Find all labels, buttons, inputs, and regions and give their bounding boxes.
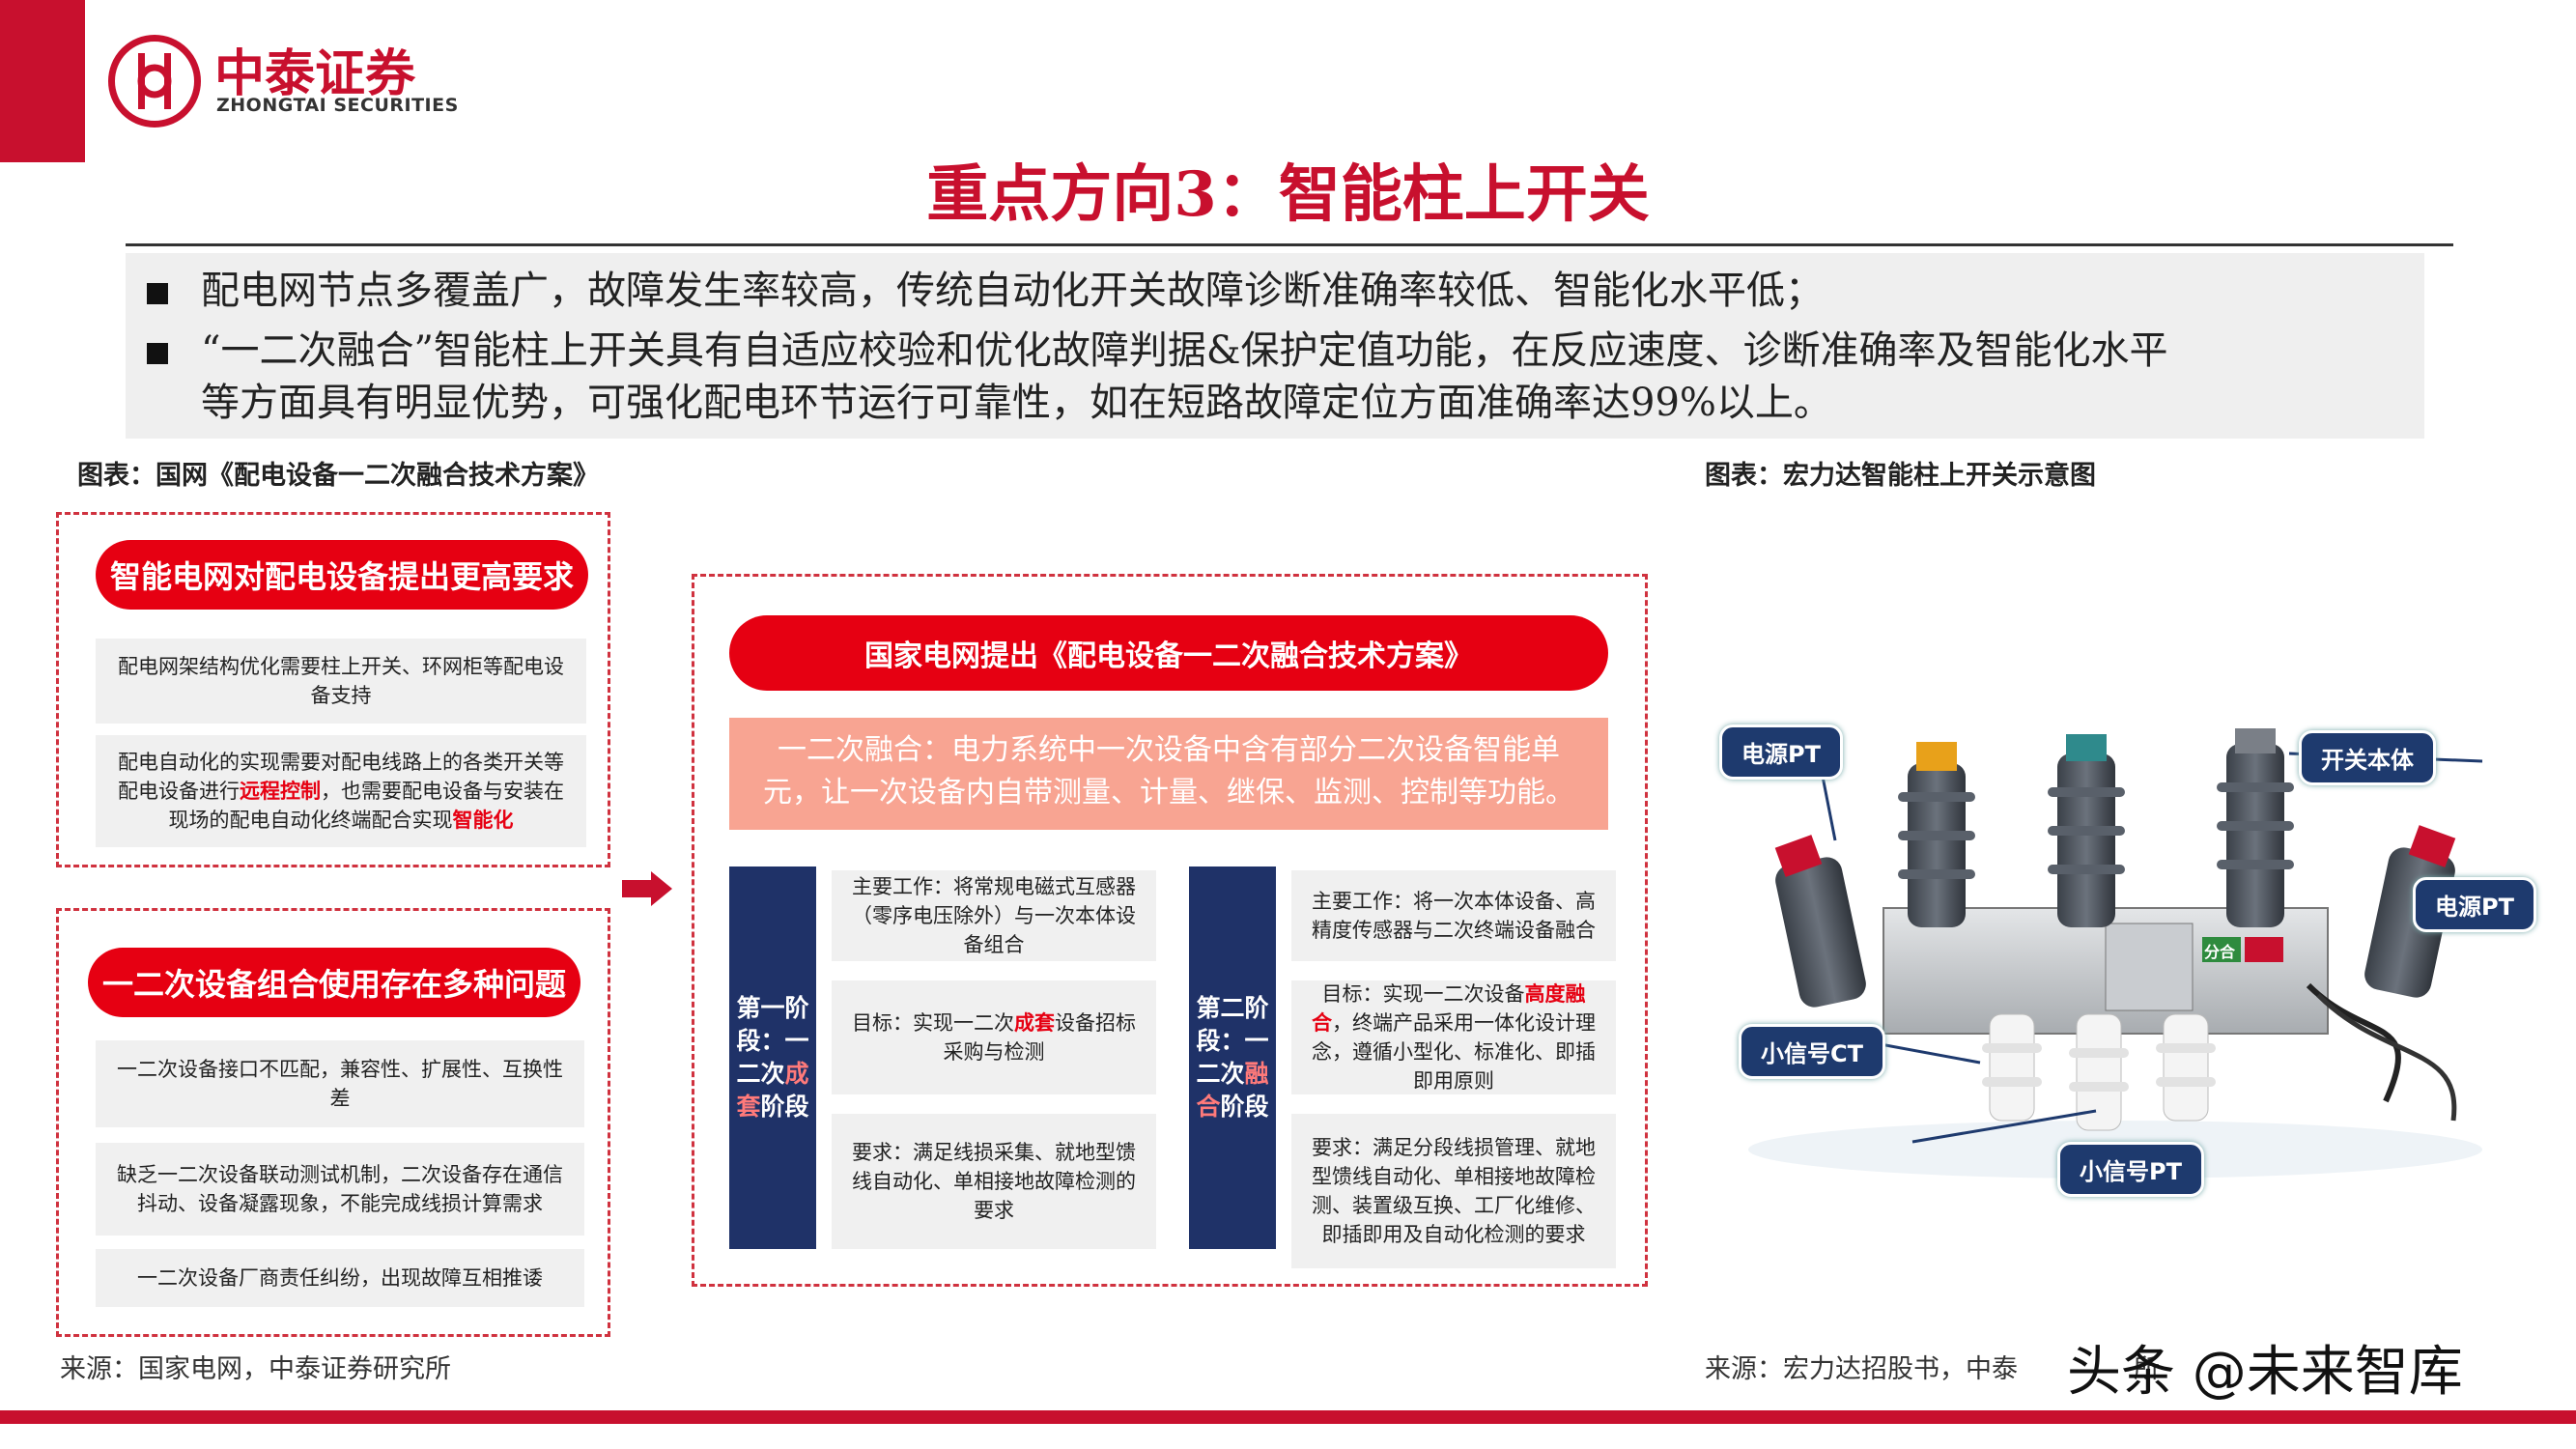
label-small-signal-pt: 小信号PT (2057, 1142, 2204, 1197)
stage-1-goal: 目标：实现一二次成套设备招标采购与检测 (832, 980, 1156, 1094)
arrow-right-icon (622, 871, 672, 906)
header-red-bar (0, 0, 85, 162)
problem-item: 一二次设备接口不匹配，兼容性、扩展性、互换性差 (96, 1040, 584, 1127)
label-small-signal-ct: 小信号CT (1739, 1024, 1885, 1079)
text-segment: ，也需要配电设备与安装在现场的配电自动化终端配合实现 (168, 780, 565, 832)
problem-item: 一二次设备厂商责任纠纷，出现故障互相推诿 (96, 1249, 584, 1307)
requirements-box: 智能电网对配电设备提出更高要求 配电网架结构优化需要柱上开关、环网柜等配电设备支… (56, 512, 610, 867)
requirements-title: 智能电网对配电设备提出更高要求 (96, 540, 588, 610)
text-segment: 第二阶段：一二次 (1196, 994, 1269, 1088)
text-segment: ，终端产品采用一体化设计理念，遵循小型化、标准化、即插即用原则 (1312, 1011, 1596, 1093)
zhongtai-logo-icon (108, 35, 201, 128)
bullet-item-2-cont: 等方面具有明显优势，可强化配电环节运行可靠性，如在短路故障定位方面准确率达99%… (201, 381, 1832, 425)
integration-definition: 一二次融合：电力系统中一次设备中含有部分二次设备智能单元，让一次设备内自带测量、… (729, 718, 1608, 830)
bullet-item-1: 配电网节点多覆盖广，故障发生率较高，传统自动化开关故障诊断准确率较低、智能化水平… (147, 265, 1824, 317)
left-figure-caption: 图表：国网《配电设备一二次融合技术方案》 (77, 461, 599, 491)
logo-text-en: ZHONGTAI SECURITIES (216, 95, 459, 116)
text-segment: 阶段 (760, 1093, 809, 1121)
stage-1-requirement: 要求：满足线损采集、就地型馈线自动化、单相接地故障检测的要求 (832, 1114, 1156, 1249)
right-figure-caption: 图表：宏力达智能柱上开关示意图 (1705, 461, 2096, 491)
highlight-text: 成套 (736, 1060, 809, 1121)
stage-2-goal: 目标：实现一二次设备高度融合，终端产品采用一体化设计理念，遵循小型化、标准化、即… (1291, 980, 1616, 1094)
highlight-text: 高度融合 (1312, 981, 1586, 1035)
stage-2-goal-text: 目标：实现一二次设备高度融合，终端产品采用一体化设计理念，遵循小型化、标准化、即… (1305, 980, 1602, 1095)
requirement-text: 配电自动化的实现需要对配电线路上的各类开关等配电设备进行远程控制，也需要配电设备… (109, 748, 573, 835)
page-title: 重点方向3：智能柱上开关 (926, 158, 1650, 231)
highlight-text: 智能化 (452, 808, 514, 832)
key-points-panel: 配电网节点多覆盖广，故障发生率较高，传统自动化开关故障诊断准确率较低、智能化水平… (126, 253, 2424, 439)
stage-1-label: 第一阶段：一二次成套阶段 (729, 867, 816, 1249)
requirement-item: 配电自动化的实现需要对配电线路上的各类开关等配电设备进行远程控制，也需要配电设备… (96, 735, 586, 847)
text-segment: 设备招标采购与检测 (943, 1011, 1137, 1064)
bullet-item-2: “一二次融合”智能柱上开关具有自适应校验和优化故障判据&保护定值功能，在反应速度… (147, 325, 2168, 377)
text-segment: 阶段 (1220, 1093, 1269, 1121)
bullet-square-icon (147, 343, 168, 364)
text-segment: 目标：实现一二次设备 (1321, 982, 1525, 1006)
stage-1-text: 第一阶段：一二次成套阶段 (735, 992, 810, 1123)
text-segment: 配电自动化的实现需要对配电线路上的各类开关等配电设备进行 (118, 751, 564, 803)
bullet-text: 配电网节点多覆盖广，故障发生率较高，传统自动化开关故障诊断准确率较低、智能化水平… (201, 269, 1824, 313)
watermark: 头条 @未来智库 (2067, 1341, 2463, 1404)
stage-1-work: 主要工作：将常规电磁式互感器（零序电压除外）与一次本体设备组合 (832, 870, 1156, 961)
label-power-pt-right: 电源PT (2413, 877, 2536, 932)
stage-2-label: 第二阶段：一二次融合阶段 (1189, 867, 1276, 1249)
problem-item: 缺乏一二次设备联动测试机制，二次设备存在通信抖动、设备凝露现象，不能完成线损计算… (96, 1143, 584, 1236)
plan-title: 国家电网提出《配电设备一二次融合技术方案》 (729, 615, 1608, 691)
problems-title: 一二次设备组合使用存在多种问题 (88, 948, 580, 1017)
footer-red-line (0, 1410, 2576, 1424)
right-source-note: 来源：宏力达招股书，中泰 所 (1705, 1348, 2160, 1385)
device-open-close-label: 分合 (2204, 943, 2236, 961)
left-source-note: 来源：国家电网，中泰证券研究所 (60, 1354, 451, 1384)
integration-plan-box: 国家电网提出《配电设备一二次融合技术方案》 一二次融合：电力系统中一次设备中含有… (692, 574, 1648, 1287)
highlight-text: 远程控制 (240, 779, 321, 803)
problems-box: 一二次设备组合使用存在多种问题 一二次设备接口不匹配，兼容性、扩展性、互换性差 … (56, 908, 610, 1337)
bullet-text: “一二次融合”智能柱上开关具有自适应校验和优化故障判据&保护定值功能，在反应速度… (201, 328, 2168, 373)
requirement-item: 配电网架结构优化需要柱上开关、环网柜等配电设备支持 (96, 639, 586, 724)
bullet-square-icon (147, 283, 168, 304)
label-switch-body: 开关本体 (2299, 730, 2436, 785)
highlight-text: 融合 (1196, 1060, 1269, 1121)
source-text: 来源：宏力达招股书，中泰 (1705, 1354, 2018, 1384)
smart-switch-photo: 电源PT 开关本体 电源PT 小信号CT 小信号PT 分合 (1690, 696, 2540, 1198)
text-segment: 第一阶段：一二次 (736, 994, 809, 1088)
stage-2-requirement: 要求：满足分段线损管理、就地型馈线自动化、单相接地故障检测、装置级互换、工厂化维… (1291, 1114, 1616, 1268)
stage-1-goal-text: 目标：实现一二次成套设备招标采购与检测 (845, 1009, 1143, 1066)
stage-2-text: 第二阶段：一二次融合阶段 (1195, 992, 1270, 1123)
highlight-text: 成套 (1014, 1010, 1055, 1035)
title-divider (126, 243, 2453, 246)
text-segment: 目标：实现一二次 (852, 1011, 1014, 1035)
label-power-pt-left: 电源PT (1719, 724, 1843, 780)
logo-text-cn: 中泰证券 (214, 45, 416, 103)
source-text-tail: 所 (2134, 1354, 2160, 1384)
stage-2-work: 主要工作：将一次本体设备、高精度传感器与二次终端设备融合 (1291, 870, 1616, 961)
